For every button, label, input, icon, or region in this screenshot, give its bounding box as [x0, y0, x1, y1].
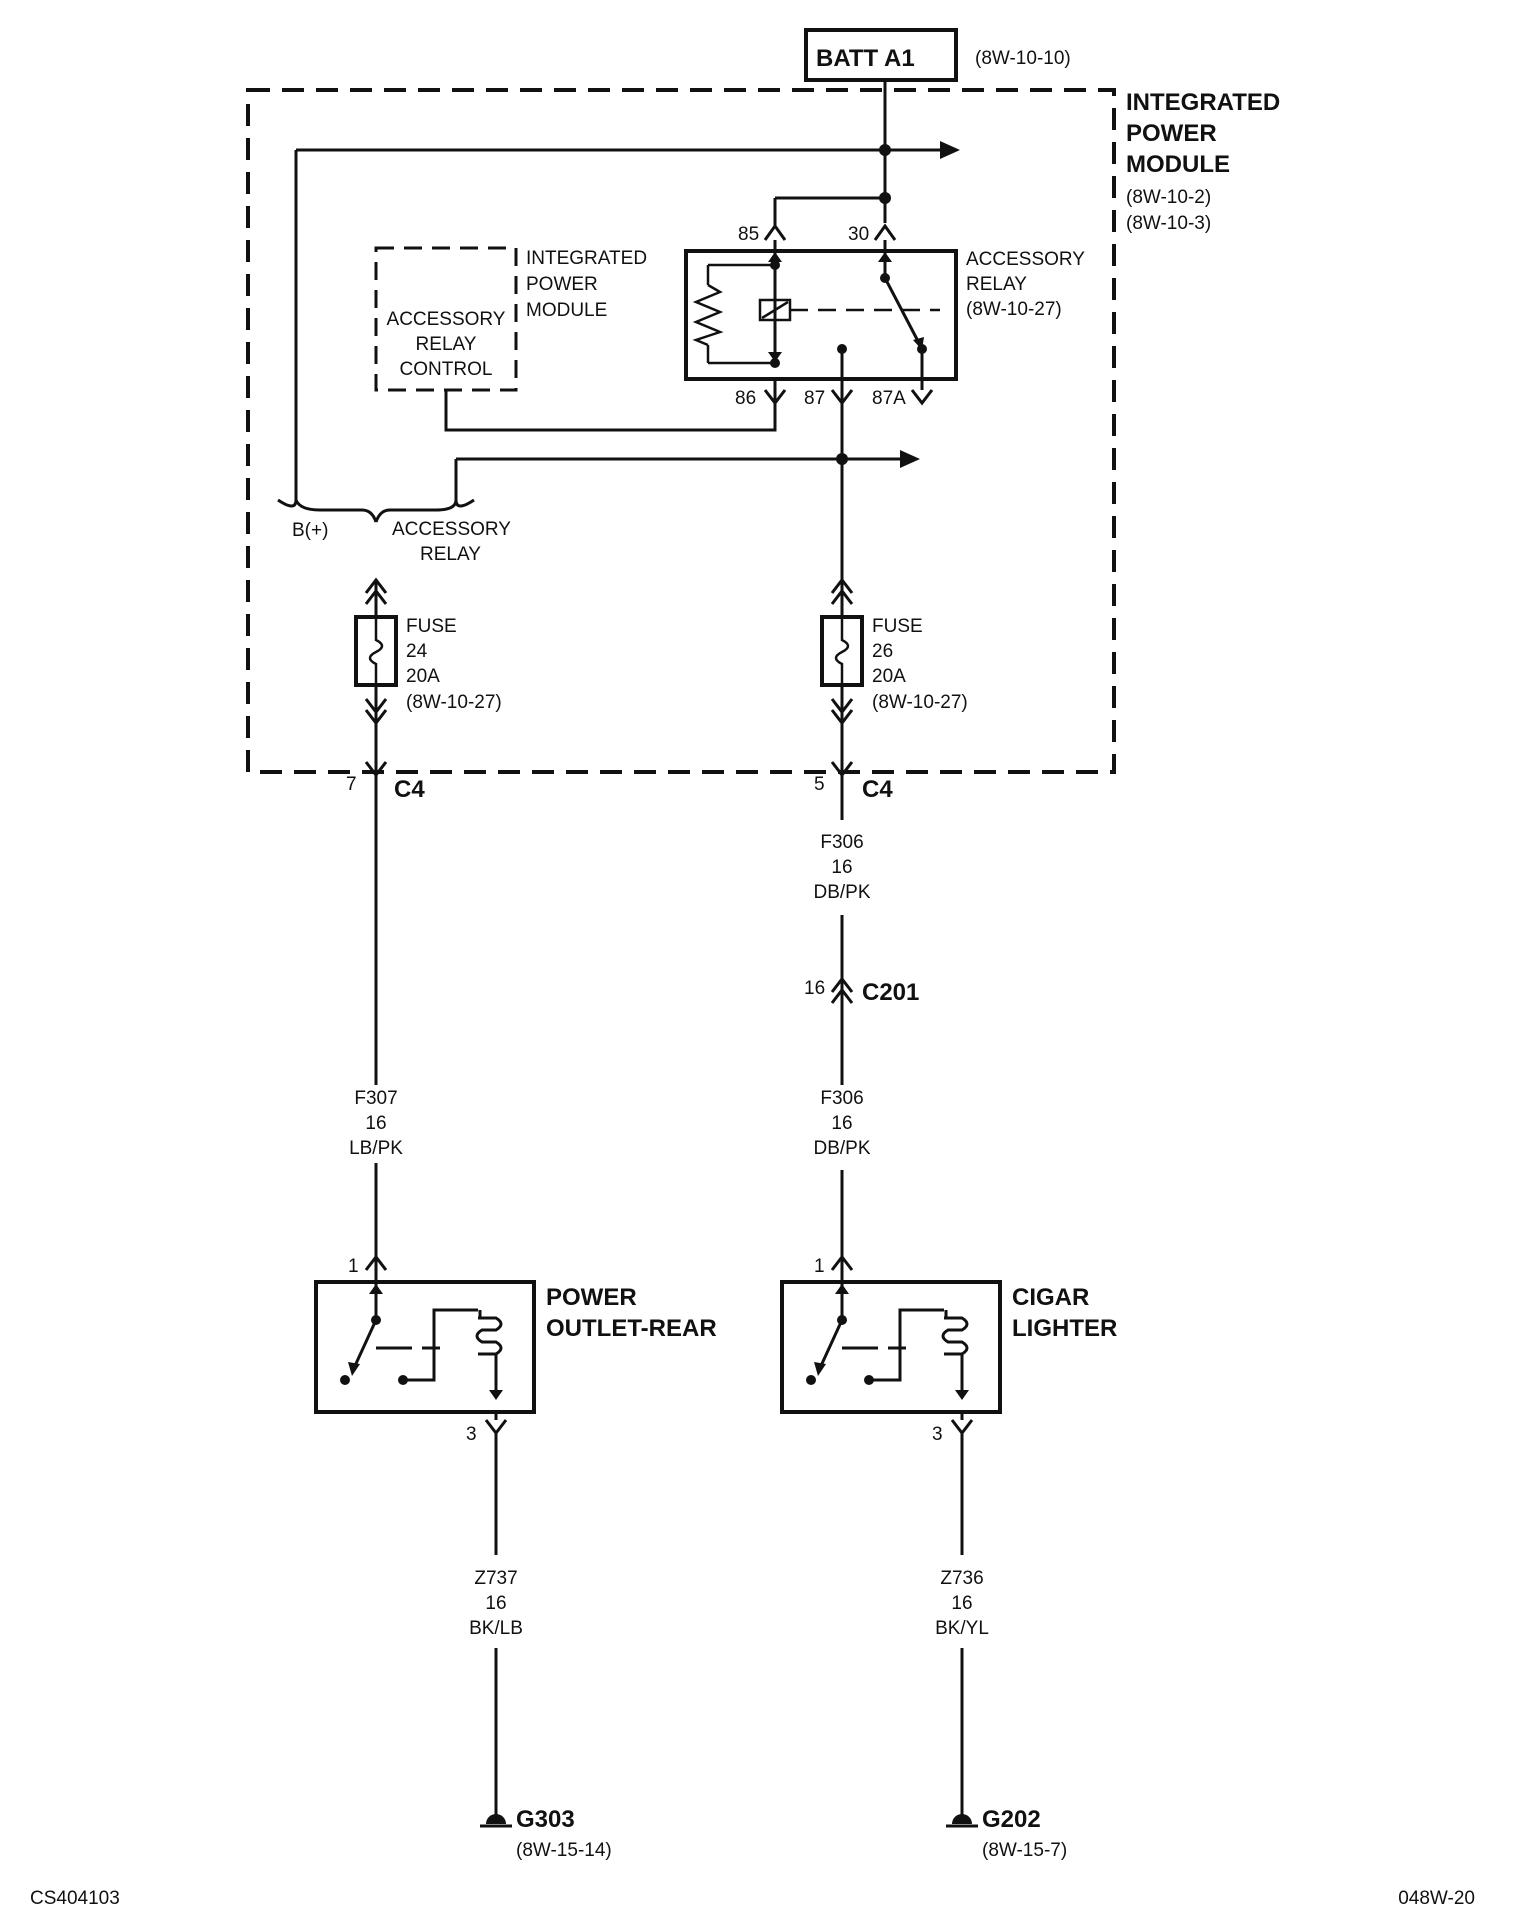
fuse26-ref: (8W-10-27): [872, 692, 968, 713]
batt-a1: BATT A1 (8W-10-10): [804, 28, 1071, 82]
integrated-power-module-label: INTEGRATED POWER MODULE (8W-10-2) (8W-10…: [1126, 89, 1280, 234]
g202-ref: (8W-15-7): [982, 1840, 1067, 1861]
relay-ref: (8W-10-27): [966, 299, 1062, 320]
accessory-label-1: ACCESSORY: [392, 519, 511, 540]
ipm-ref-1: (8W-10-2): [1126, 187, 1211, 208]
cigar-lighter-title-1: CIGAR: [1012, 1284, 1089, 1311]
fuse-24: FUSE 24 20A (8W-10-27): [354, 577, 502, 762]
fuse26-label: FUSE: [872, 616, 923, 637]
fuse24-label: FUSE: [406, 616, 457, 637]
f306-top-gauge: 16: [831, 857, 852, 878]
accessory-relay-control: ACCESSORY RELAY CONTROL INTEGRATED POWER…: [374, 246, 777, 432]
f307-gauge: 16: [365, 1113, 386, 1134]
wire-f306-bottom: F306 16 DB/PK: [813, 1088, 871, 1282]
fuse24-ref: (8W-10-27): [406, 692, 502, 713]
ipm-ref-2: (8W-10-3): [1126, 213, 1211, 234]
control-ipm-2: POWER: [526, 274, 598, 295]
fuse24-number: 24: [406, 641, 428, 662]
supply-splice: B(+) ACCESSORY RELAY: [277, 498, 511, 565]
f306-top-color: DB/PK: [813, 882, 870, 903]
power-outlet-rear: 1 3 POWER OUTLET-REAR: [314, 1254, 717, 1445]
fuse26-amps: 20A: [872, 666, 906, 687]
g303-name: G303: [516, 1806, 575, 1833]
ipm-title-2: POWER: [1126, 120, 1217, 147]
fuse-26: FUSE 26 20A (8W-10-27): [820, 577, 968, 762]
c4-left-name: C4: [394, 776, 425, 803]
f307-color: LB/PK: [349, 1138, 403, 1159]
ipm-title-1: INTEGRATED: [1126, 89, 1280, 116]
batt-ref: (8W-10-10): [975, 48, 1071, 69]
f306-top-circuit: F306: [820, 832, 863, 853]
footer-right-code: 048W-20: [1398, 1888, 1475, 1909]
c4-left-pin: 7: [346, 774, 357, 795]
z737-color: BK/LB: [469, 1618, 523, 1639]
control-box-3: CONTROL: [400, 359, 493, 380]
accessory-relay: 85 30 86 87 87A: [684, 224, 1085, 409]
integrated-power-module-outline: [246, 88, 1116, 774]
ground-g202: G202 (8W-15-7): [946, 1806, 1067, 1861]
z736-circuit: Z736: [940, 1568, 983, 1589]
power-outlet-pin-in: 1: [348, 1256, 359, 1277]
z737-gauge: 16: [485, 1593, 506, 1614]
b-plus-label: B(+): [292, 520, 328, 541]
power-outlet-pin-out: 3: [466, 1424, 477, 1445]
z736-gauge: 16: [951, 1593, 972, 1614]
batt-label: BATT A1: [816, 45, 915, 72]
relay-pin-85: 85: [738, 224, 759, 245]
cigar-lighter-title-2: LIGHTER: [1012, 1315, 1117, 1342]
footer-left-code: CS404103: [30, 1888, 120, 1909]
ground-g303: G303 (8W-15-14): [480, 1806, 612, 1861]
battery-feed-wires: [294, 80, 960, 500]
c201-pin: 16: [804, 978, 825, 999]
g303-ref: (8W-15-14): [516, 1840, 612, 1861]
relay-title-1: ACCESSORY: [966, 249, 1085, 270]
relay-pin-86: 86: [735, 388, 756, 409]
power-outlet-title-1: POWER: [546, 1284, 637, 1311]
relay-output-bus: [454, 403, 920, 580]
cigar-lighter-pin-in: 1: [814, 1256, 825, 1277]
wire-f306-top: F306 16 DB/PK: [813, 832, 871, 1085]
g202-name: G202: [982, 1806, 1041, 1833]
c4-right-pin: 5: [814, 774, 825, 795]
connector-c4-left: 7 C4: [346, 761, 425, 1295]
relay-title-2: RELAY: [966, 274, 1027, 295]
fuse26-number: 26: [872, 641, 893, 662]
z736-color: BK/YL: [935, 1618, 989, 1639]
relay-pin-87: 87: [804, 388, 825, 409]
connector-c201: 16 C201: [804, 976, 919, 1006]
f307-circuit: F307: [354, 1088, 397, 1109]
power-outlet-title-2: OUTLET-REAR: [546, 1315, 717, 1342]
connector-c4-right: 5 C4: [814, 761, 893, 820]
c4-right-name: C4: [862, 776, 893, 803]
c201-name: C201: [862, 979, 919, 1006]
f306-bottom-circuit: F306: [820, 1088, 863, 1109]
f306-bottom-color: DB/PK: [813, 1138, 870, 1159]
cigar-lighter-pin-out: 3: [932, 1424, 943, 1445]
ipm-title-3: MODULE: [1126, 151, 1230, 178]
relay-pin-30: 30: [848, 224, 869, 245]
accessory-label-2: RELAY: [420, 544, 481, 565]
wire-f307: F307 16 LB/PK: [340, 1085, 412, 1163]
z737-circuit: Z737: [474, 1568, 517, 1589]
cigar-lighter: 1 3 CIGAR LIGHTER: [780, 1254, 1117, 1445]
wire-z736: Z736 16 BK/YL: [935, 1433, 989, 1818]
control-box-2: RELAY: [416, 334, 477, 355]
f306-bottom-gauge: 16: [831, 1113, 852, 1134]
control-ipm-1: INTEGRATED: [526, 248, 647, 269]
fuse24-amps: 20A: [406, 666, 440, 687]
relay-pin-87a: 87A: [872, 388, 906, 409]
wire-z737: Z737 16 BK/LB: [469, 1433, 523, 1818]
control-box-1: ACCESSORY: [387, 309, 506, 330]
control-ipm-3: MODULE: [526, 300, 607, 321]
